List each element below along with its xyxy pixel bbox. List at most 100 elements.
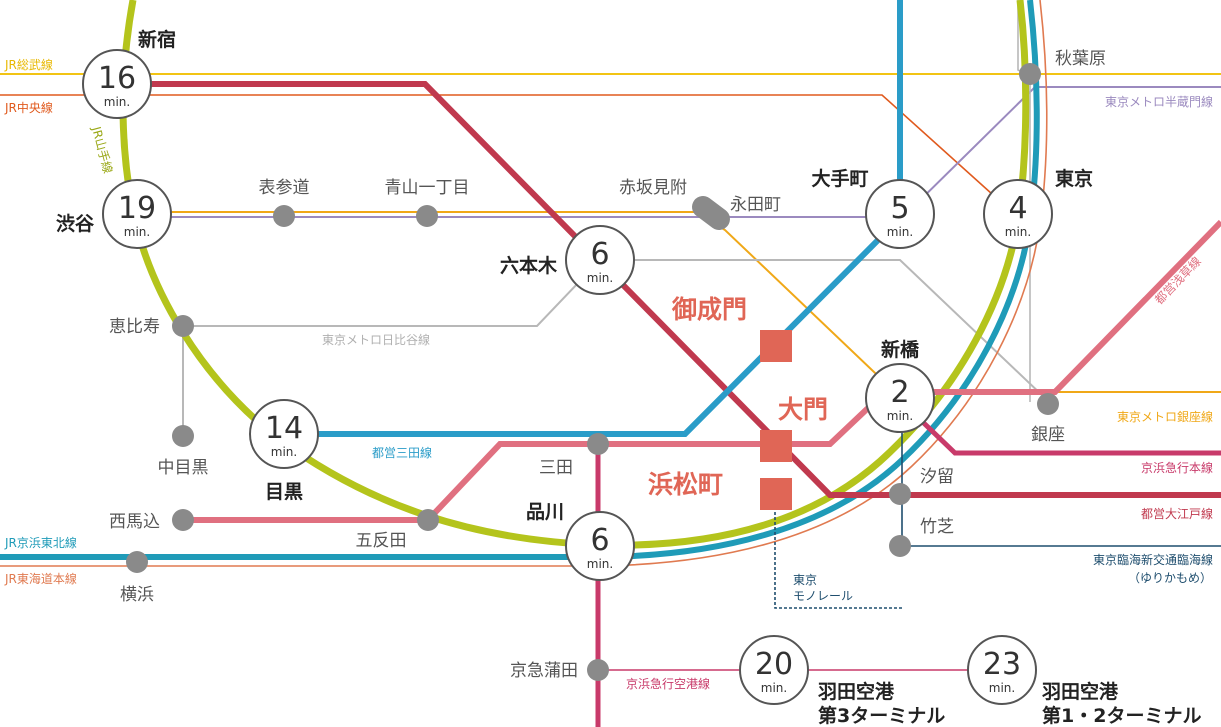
- station-dot-akasaka-nagatacho: [692, 195, 730, 231]
- station-name-roppongi: 六本木: [500, 254, 558, 277]
- station-name-shibuya: 渋谷: [56, 212, 95, 235]
- minutes-meguro: 14: [265, 411, 303, 446]
- station-dot-omotesando: [273, 205, 295, 227]
- line-monorail: [774, 492, 902, 609]
- hub-square-daimon: [760, 430, 792, 462]
- unit-shibuya: min.: [124, 225, 150, 239]
- time-circle-otemachi: [865, 179, 935, 249]
- station-name-meguro: 目黒: [265, 481, 303, 503]
- line-chuo: [0, 94, 1013, 213]
- station-name-shimbashi: 新橋: [881, 338, 920, 361]
- label-yurikamome-1: 東京臨海新交通臨海線: [1093, 552, 1213, 567]
- label-monorail-1: 東京: [793, 573, 817, 587]
- station-dot-nakameguro: [172, 425, 194, 447]
- station-name-shinjuku: 新宿: [138, 28, 176, 51]
- minutes-tokyo: 4: [1008, 191, 1027, 226]
- time-circle-roppongi: [565, 225, 635, 295]
- hub-square-hamamatsucho: [760, 478, 792, 510]
- station-gotanda: 五反田: [356, 531, 407, 551]
- hub-square-onarimon: [760, 330, 792, 362]
- label-ginza: 東京メトロ銀座線: [1117, 409, 1213, 424]
- station-dot-gotanda: [417, 509, 439, 531]
- station-nagatacho: 永田町: [730, 195, 781, 215]
- station-keikyukamata: 京急蒲田: [510, 661, 578, 681]
- minutes-shinagawa: 6: [590, 523, 609, 558]
- station-akasakamitsuke: 赤坂見附: [619, 178, 687, 198]
- time-circle-tokyo: [983, 179, 1053, 249]
- unit-shinjuku: min.: [104, 95, 130, 109]
- unit-shinagawa: min.: [587, 557, 613, 571]
- minutes-shibuya: 19: [118, 191, 156, 226]
- station-name-tokyo: 東京: [1055, 167, 1093, 190]
- station-dot-keikyukamata: [587, 659, 609, 681]
- unit-otemachi: min.: [887, 225, 913, 239]
- station-ebisu: 恵比寿: [109, 317, 160, 337]
- station-omotesando: 表参道: [259, 178, 310, 198]
- unit-tokyo: min.: [1005, 225, 1031, 239]
- line-asakusa: [183, 219, 1221, 523]
- unit-haneda3: min.: [761, 681, 787, 695]
- label-yurikamome-2: （ゆりかもめ）: [1128, 571, 1212, 585]
- label-oedo: 都営大江戸線: [1141, 506, 1213, 521]
- unit-meguro: min.: [271, 445, 297, 459]
- label-hanzomon: 東京メトロ半蔵門線: [1105, 94, 1213, 109]
- station-dot-shiodome: [889, 483, 911, 505]
- time-circle-shimbashi: [865, 363, 935, 433]
- label-chuo: JR中央線: [4, 100, 53, 115]
- station-dot-akihabara: [1019, 63, 1041, 85]
- minutes-haneda12: 23: [983, 647, 1021, 682]
- hub-label-hamamatsucho: 浜松町: [648, 470, 723, 499]
- station-akihabara: 秋葉原: [1055, 49, 1106, 69]
- station-dot-ebisu: [172, 315, 194, 337]
- station-nakameguro: 中目黒: [158, 458, 209, 478]
- station-dot-nishimagome: [172, 509, 194, 531]
- minutes-shimbashi: 2: [890, 375, 909, 410]
- station-dot-takeshiba: [889, 535, 911, 557]
- time-circle-shinjuku: [82, 49, 152, 119]
- station-name2-haneda12: 第1・2ターミナル: [1042, 704, 1201, 727]
- hub-label-onarimon: 御成門: [671, 295, 747, 324]
- label-asakusa: 都営浅草線: [1151, 253, 1203, 307]
- station-ginza: 銀座: [1031, 425, 1065, 445]
- line-keihin-tohoku: [0, 0, 1040, 560]
- station-name-otemachi: 大手町: [811, 167, 868, 190]
- minutes-otemachi: 5: [890, 191, 909, 226]
- label-yamanote: JR山手線: [89, 124, 116, 175]
- unit-shimbashi: min.: [887, 409, 913, 423]
- unit-haneda12: min.: [989, 681, 1015, 695]
- line-mita: [285, 0, 903, 437]
- station-takeshiba: 竹芝: [920, 517, 954, 537]
- time-circle-haneda12: [967, 635, 1037, 705]
- station-dot-aoyama: [416, 205, 438, 227]
- label-hibiya: 東京メトロ日比谷線: [322, 332, 430, 347]
- station-name-haneda3: 羽田空港: [818, 680, 895, 703]
- line-hanzomon: [150, 86, 1221, 218]
- time-circle-haneda3: [739, 635, 809, 705]
- minutes-shinjuku: 16: [98, 61, 136, 96]
- time-circle-meguro: [249, 399, 319, 469]
- station-dot-yokohama: [126, 551, 148, 573]
- label-tokaido: JR東海道本線: [4, 571, 77, 586]
- time-circle-shibuya: [102, 179, 172, 249]
- minutes-haneda3: 20: [755, 647, 793, 682]
- unit-roppongi: min.: [587, 271, 613, 285]
- minutes-roppongi: 6: [590, 237, 609, 272]
- station-mita: 三田: [539, 458, 573, 478]
- station-yokohama: 横浜: [120, 585, 154, 605]
- station-dot-ginza: [1037, 393, 1059, 415]
- label-sobu: JR総武線: [4, 57, 53, 72]
- label-keihin-tohoku: JR京浜東北線: [4, 535, 77, 550]
- hub-label-daimon: 大門: [778, 395, 828, 424]
- station-aoyama: 青山一丁目: [385, 178, 470, 198]
- station-name-shinagawa: 品川: [526, 501, 564, 523]
- station-name-haneda12: 羽田空港: [1042, 680, 1119, 703]
